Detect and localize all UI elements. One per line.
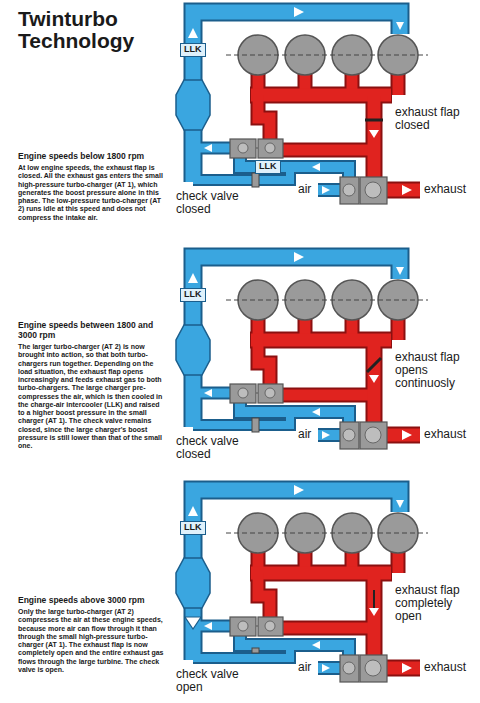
air-label: air — [298, 428, 311, 441]
exhaust-flap — [367, 358, 381, 372]
exhaust-label: exhaust — [424, 428, 466, 441]
valve-label: check valve closed — [176, 435, 248, 461]
flap-label: exhaust flap closed — [395, 106, 473, 132]
air-label: air — [298, 183, 311, 196]
check-valve — [252, 173, 259, 187]
flap-label: exhaust flap opens continuosly — [395, 351, 473, 391]
valve-label: check valve closed — [176, 190, 248, 216]
exhaust-label: exhaust — [424, 661, 466, 674]
intercooler-label: LLK — [184, 44, 202, 54]
description: The larger turbo-charger (AT 2) is now b… — [18, 343, 168, 450]
title: Twinturbo Technology — [18, 8, 146, 52]
speed-heading: Engine speeds below 1800 rpm — [18, 152, 168, 162]
intercooler-box: LLK — [180, 43, 206, 57]
description: At low engine speeds, the exhaust flap i… — [18, 164, 168, 222]
intercooler-label: LLK — [184, 289, 202, 299]
intercooler-label: LLK — [184, 522, 202, 532]
speed-heading: Engine speeds between 1800 and 3000 rpm — [18, 321, 168, 341]
flap-label: exhaust flap completely open — [395, 584, 473, 624]
exhaust-flap — [365, 120, 383, 121]
intercooler-box: LLK — [180, 288, 206, 302]
engine-panel — [176, 252, 428, 449]
speed-heading: Engine speeds above 3000 rpm — [18, 596, 168, 606]
check-valve — [185, 617, 259, 653]
description: Only the large turbo-charger (AT 2) comp… — [18, 608, 168, 674]
engine-panel — [176, 485, 428, 682]
intercooler-box: LLK — [180, 521, 206, 535]
intercooler-label: LLK — [259, 161, 277, 171]
exhaust-flap — [374, 590, 375, 608]
intercooler-box: LLK — [255, 160, 281, 174]
air-label: air — [298, 661, 311, 674]
exhaust-label: exhaust — [424, 183, 466, 196]
engine-panel — [176, 7, 428, 204]
check-valve — [252, 418, 259, 432]
valve-label: check valve open — [176, 668, 248, 694]
